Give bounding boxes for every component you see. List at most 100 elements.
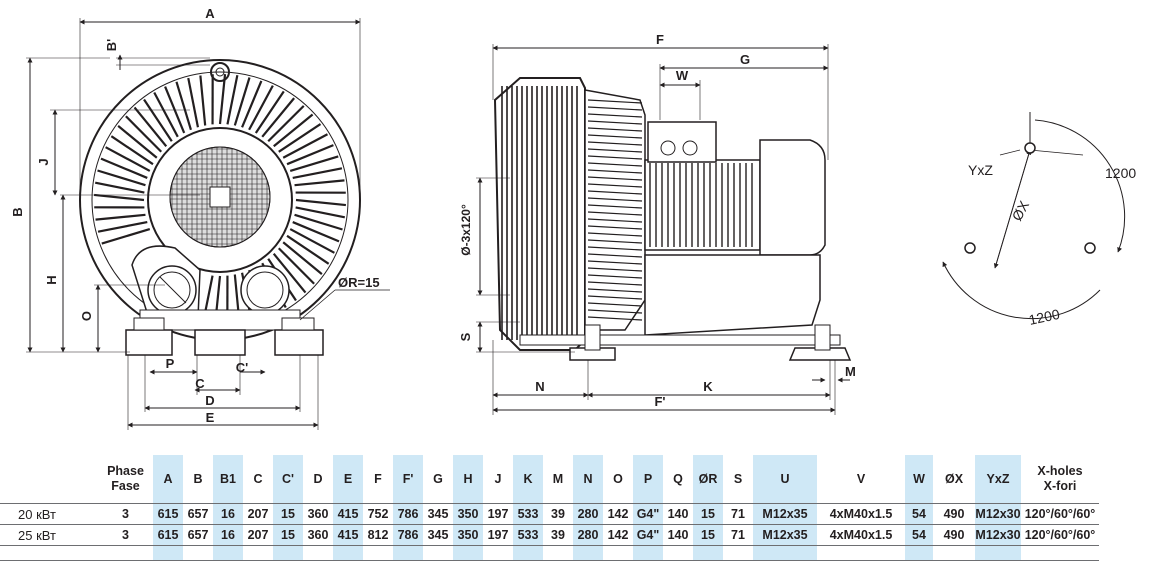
table-cell: 615 [153,524,183,546]
fin-line [587,120,643,125]
column-header: F [374,471,382,486]
fin-line [587,225,643,230]
label-dim-E: E [206,410,215,425]
table-cell: 54 [905,503,933,525]
table-cell: 142 [603,524,633,546]
column-header: ØR [693,455,723,504]
fin-line [295,206,346,219]
label-dim-B-prime: B' [104,39,119,51]
fin-line [105,146,151,172]
terminal-box [647,121,717,163]
column-header: J [494,471,502,486]
fin-line [261,97,295,138]
table-cell: M12x30 [975,524,1021,546]
fin-line [218,73,227,125]
label-dim-B: B [10,207,25,216]
fin-line [587,127,643,132]
table-cell: 4xM40x1.5 [817,503,905,525]
fin-line [133,106,168,147]
label-dim-J: J [36,158,51,165]
flange-arc-upper [1034,119,1126,253]
flange-view [942,112,1126,320]
column-header: K [513,455,543,504]
spacer-cell [153,545,183,561]
fin-line [587,274,643,279]
motor-end-cover [759,139,826,256]
diameter-line [993,149,1032,269]
fin-line [587,106,643,111]
column-header: ØX [944,471,964,486]
table-cell: 207 [243,503,273,525]
fin-line [587,316,643,321]
front-view [26,18,390,430]
fin-line [587,211,643,216]
fin-line [587,190,643,195]
table-cell: 15 [273,524,303,546]
spacer-cell [603,545,633,561]
spacer-cell [273,545,303,561]
fin-line [289,228,335,254]
table-cell: 786 [393,524,423,546]
fin-line [97,220,148,233]
table-cell: M12x35 [753,503,817,525]
spacer-cell [817,545,905,561]
fin-line [587,218,643,223]
column-header: F' [393,455,423,504]
column-header: D [313,471,323,486]
fin-line [175,81,192,131]
spacer-cell [633,545,663,561]
table-cell: G4" [633,503,663,525]
label-ox: ØX [1009,197,1033,223]
flange-view-labels: YxZ ØX 1200 1200 [968,162,1136,328]
spacer-cell [573,545,603,561]
spacer-cell [453,545,483,561]
spacer-cell [333,545,363,561]
table-cell: 71 [723,503,753,525]
fin-line [587,148,643,153]
flange-arc-lower [942,261,1101,320]
table-cell: 39 [543,503,573,525]
hole-right [1084,242,1096,254]
fin-line [241,80,263,128]
row-label: 20 кВт [0,503,98,525]
table-cell: 207 [243,524,273,546]
spacer-cell [243,545,273,561]
column-header: E [333,455,363,504]
fin-line [294,179,345,187]
column-header: O [613,471,623,486]
table-cell: 360 [303,524,333,546]
table-cell: 657 [183,524,213,546]
label-1200-top: 1200 [1105,165,1136,181]
column-header: U [753,455,817,504]
column-header: N [573,455,603,504]
table-cell: 140 [663,524,693,546]
label-dim-F: F [656,32,664,47]
column-header: Phase Fase [107,464,144,493]
column-header: Q [673,471,683,486]
fin-line [282,133,328,159]
fin-line [295,198,347,207]
lifting-eye [210,62,230,82]
fin-line [248,85,274,131]
fin-line [587,162,643,167]
table-cell: 345 [423,503,453,525]
fin-line [587,267,643,272]
spacer-cell [723,545,753,561]
fin-line [95,213,146,221]
column-header: C' [273,455,303,504]
inlet-port [147,265,197,315]
fin-line [587,141,643,146]
label-dim-C: C [195,376,205,391]
column-header: C [253,471,263,486]
fin-line [272,253,307,294]
fin-line [587,288,643,293]
fin-line [294,213,343,231]
spacer-cell [663,545,693,561]
fin-line [587,183,643,188]
column-header: B [193,471,203,486]
table-cell: 415 [333,503,363,525]
table-cell: 490 [933,503,975,525]
